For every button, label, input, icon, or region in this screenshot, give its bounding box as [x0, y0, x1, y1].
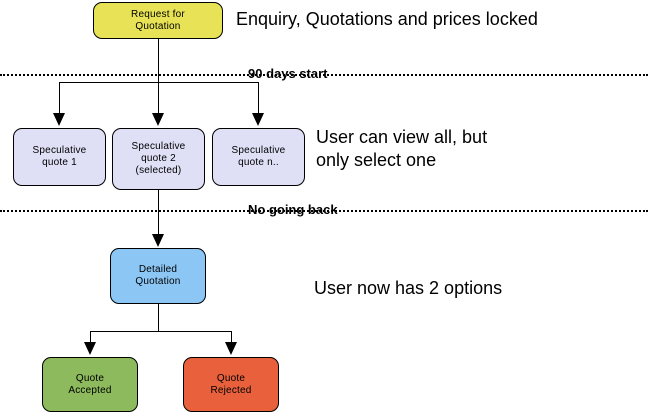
node-label-request-for-quotation: Request for Quotation	[131, 8, 185, 32]
connector-to-spec1	[59, 82, 60, 114]
annotation-two-options: User now has 2 options	[314, 278, 503, 298]
node-speculative-quote-1[interactable]: Speculative quote 1	[13, 128, 106, 186]
node-quote-rejected[interactable]: Quote Rejected	[183, 357, 279, 412]
divider-no-going-back	[0, 210, 648, 212]
connector-speculative-branch-bar	[59, 82, 259, 83]
arrowhead-accepted	[84, 342, 96, 355]
divider-90-days-start	[0, 74, 648, 76]
connector-to-rejected	[231, 331, 232, 343]
arrowhead-detailed	[152, 234, 164, 247]
arrowhead-specn	[252, 113, 264, 126]
divider-label-90-days-start: 90 days start	[248, 66, 328, 81]
arrowhead-spec2	[152, 113, 164, 126]
node-speculative-quote-2-selected[interactable]: Speculative quote 2 (selected)	[112, 128, 205, 190]
node-label-detailed-quotation: Detailed Quotation	[135, 264, 181, 287]
node-speculative-quote-n[interactable]: Speculative quote n..	[212, 128, 305, 186]
node-quote-accepted[interactable]: Quote Accepted	[42, 357, 138, 412]
annotation-prices-locked: Enquiry, Quotations and prices locked	[236, 9, 538, 29]
divider-label-no-going-back: No going back	[248, 202, 338, 217]
node-label-speculative-quote-n: Speculative quote n..	[231, 145, 286, 168]
connector-to-accepted	[90, 331, 91, 343]
node-label-quote-rejected: Quote Rejected	[210, 372, 252, 396]
node-request-for-quotation[interactable]: Request for Quotation	[93, 2, 223, 39]
connector-rfq-stem	[158, 39, 159, 83]
node-label-quote-accepted: Quote Accepted	[68, 372, 112, 396]
connector-detailed-stem	[158, 304, 159, 332]
node-detailed-quotation[interactable]: Detailed Quotation	[110, 248, 206, 304]
annotation-view-all-select-one: User can view all, but only select one	[316, 127, 488, 170]
connector-to-spec2	[158, 82, 159, 114]
arrowhead-spec1	[53, 113, 65, 126]
node-label-speculative-quote-2: Speculative quote 2 (selected)	[131, 141, 186, 176]
connector-to-specn	[258, 82, 259, 114]
arrowhead-rejected	[225, 342, 237, 355]
connector-outcome-branch-bar	[90, 331, 232, 332]
node-label-speculative-quote-1: Speculative quote 1	[32, 145, 87, 168]
connector-spec2-to-detailed	[158, 190, 159, 234]
